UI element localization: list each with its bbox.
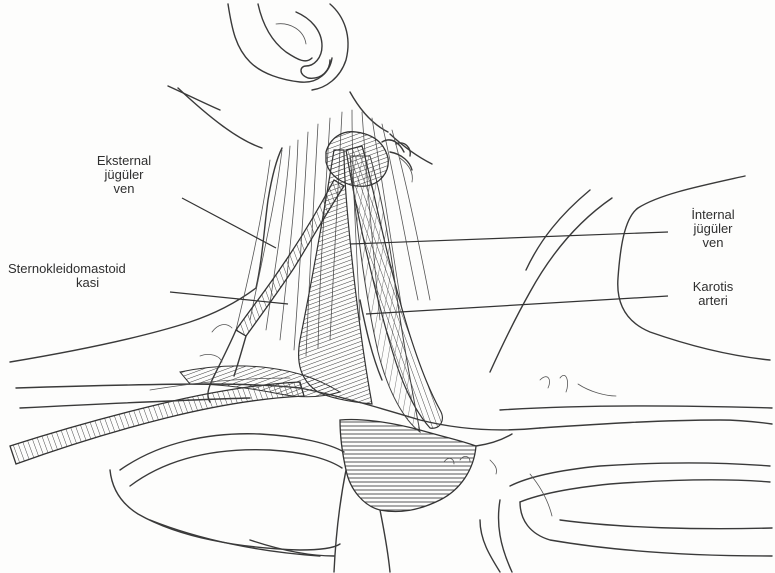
label-carotid-artery: Karotis arteri [676,280,750,308]
label-external-jugular-vein: Eksternal jügüler ven [72,154,176,196]
label-internal-jugular-vein: İnternal jügüler ven [668,208,758,250]
label-sternocleidomastoid: Sternokleidomastoid kasi [8,262,126,290]
leader-internal-jugular [350,232,668,244]
leader-carotid [366,296,668,314]
ear [228,4,348,90]
leader-external-jugular [182,198,276,248]
manubrium [334,419,512,572]
